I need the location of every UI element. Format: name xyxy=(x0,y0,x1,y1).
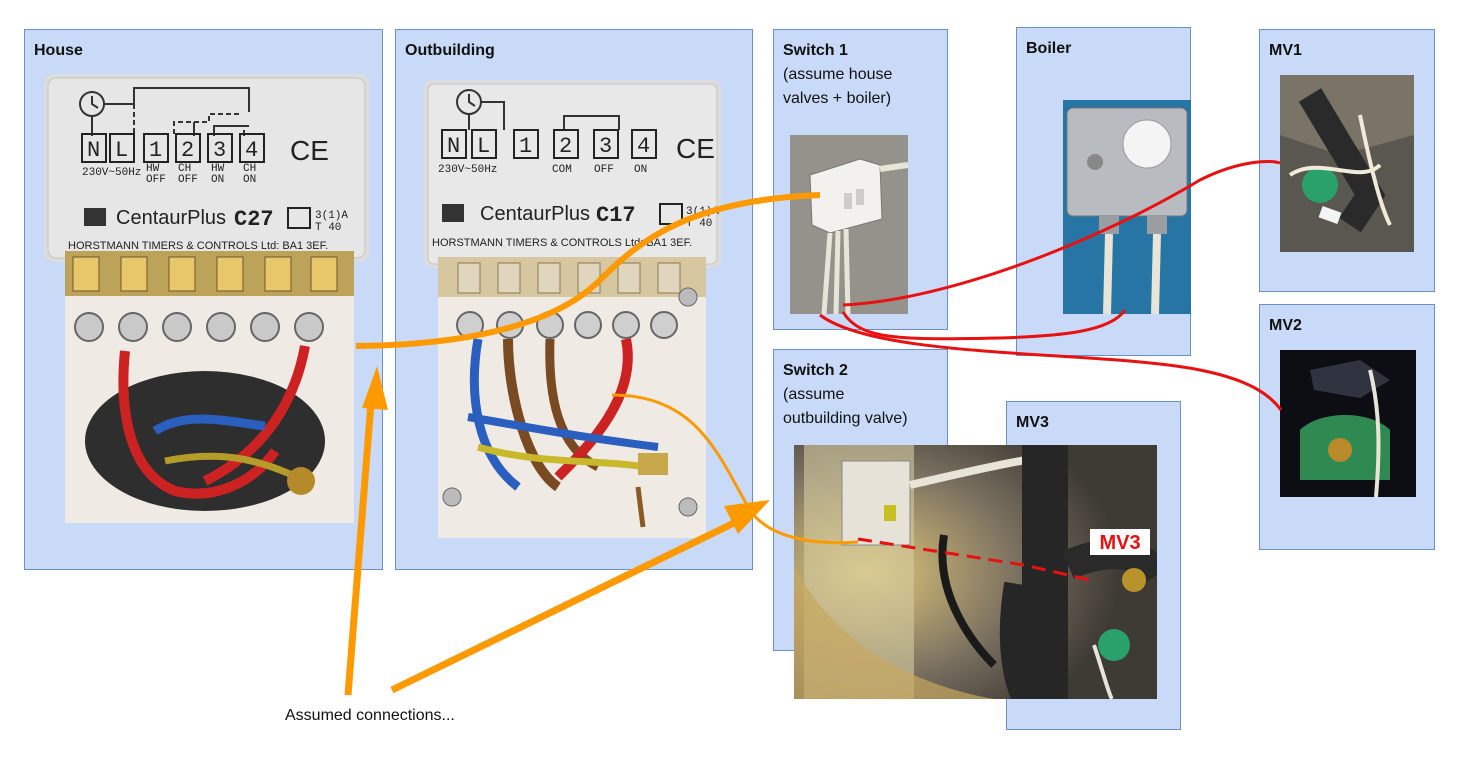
panel-title: Outbuilding xyxy=(405,42,495,59)
ce-mark: CE xyxy=(676,133,715,164)
supply-rating: 230V~50Hz xyxy=(438,164,497,176)
terminal-2: 2 xyxy=(559,134,572,159)
function-off: OFF xyxy=(594,164,614,176)
terminal-4: 4 xyxy=(637,134,650,159)
switch1-panel: Switch 1 (assume house valves + boiler) xyxy=(773,29,948,330)
current-rating: 3(1)A xyxy=(686,206,719,218)
terminal-4: 4 xyxy=(245,138,258,163)
terminal-1: 1 xyxy=(519,134,532,159)
supply-rating: 230V~50Hz xyxy=(82,167,141,179)
mv2-panel: MV2 xyxy=(1259,304,1435,550)
model-number: C27 xyxy=(234,207,274,232)
horstmann-logo-icon xyxy=(84,208,106,226)
brand-name: CentaurPlus xyxy=(116,207,226,229)
terminal-3: 3 xyxy=(599,134,612,159)
house-panel: House N L 1 2 3 xyxy=(24,29,383,570)
brand-name: CentaurPlus xyxy=(480,203,590,225)
panel-subtitle: (assume outbuilding valve) xyxy=(783,386,908,427)
panel-title: House xyxy=(34,42,83,59)
function-on: ON xyxy=(634,164,647,176)
terminal-l: L xyxy=(477,134,490,159)
switch1-photo xyxy=(790,135,908,314)
assumed-connections-caption: Assumed connections... xyxy=(285,707,455,724)
boiler-photo xyxy=(1063,100,1191,314)
outbuilding-wiring-photo xyxy=(438,257,706,538)
temp-rating: T 40 xyxy=(686,218,712,230)
ce-mark: CE xyxy=(290,135,329,166)
panel-title: MV1 xyxy=(1269,42,1302,59)
function-1-line1: HW xyxy=(146,163,160,175)
mv1-photo xyxy=(1280,75,1414,252)
terminal-n: N xyxy=(87,138,100,163)
function-1-line2: OFF xyxy=(146,174,166,186)
function-2-line2: OFF xyxy=(178,174,198,186)
outbuilding-label-plate-photo: N L 1 2 3 4 230V~50Hz COM OFF ON CE Cent… xyxy=(424,80,721,268)
maker-text: HORSTMANN TIMERS & CONTROLS Ltd: BA1 3EF… xyxy=(68,240,328,252)
house-label-plate-photo: N L 1 2 3 4 230V~50Hz HW OFF CH OFF HW O… xyxy=(44,74,369,262)
panel-title: MV3 xyxy=(1016,414,1049,431)
model-number: C17 xyxy=(596,203,636,228)
panel-title: Boiler xyxy=(1026,40,1072,57)
mv3-switch2-photo: MV3 xyxy=(794,445,1157,699)
terminal-2: 2 xyxy=(181,138,194,163)
function-2-line1: CH xyxy=(178,163,191,175)
mv3-dashed-indicator xyxy=(857,537,1091,582)
outbuilding-panel: Outbuilding N L 1 2 3 4 2 xyxy=(395,29,753,570)
terminal-3: 3 xyxy=(213,138,226,163)
function-3-line1: HW xyxy=(211,163,225,175)
current-rating: 3(1)A xyxy=(315,210,348,222)
mv3-photo-label: MV3 xyxy=(1099,532,1140,554)
panel-title: Switch 1 xyxy=(783,42,848,59)
temp-rating: T 40 xyxy=(315,222,341,234)
house-wiring-photo xyxy=(65,251,354,523)
mv1-panel: MV1 xyxy=(1259,29,1435,292)
panel-title: MV2 xyxy=(1269,317,1302,334)
function-4-line1: CH xyxy=(243,163,256,175)
horstmann-logo-icon xyxy=(442,204,464,222)
panel-subtitle: (assume house valves + boiler) xyxy=(783,66,893,107)
mv2-photo xyxy=(1280,350,1416,497)
boiler-panel: Boiler xyxy=(1016,27,1191,356)
function-3-line2: ON xyxy=(211,174,224,186)
terminal-l: L xyxy=(115,138,128,163)
function-com: COM xyxy=(552,164,572,176)
function-4-line2: ON xyxy=(243,174,256,186)
panel-title: Switch 2 xyxy=(783,362,848,379)
maker-text: HORSTMANN TIMERS & CONTROLS Ltd: BA1 3EF… xyxy=(432,237,692,249)
terminal-n: N xyxy=(447,134,460,159)
terminal-1: 1 xyxy=(149,138,162,163)
